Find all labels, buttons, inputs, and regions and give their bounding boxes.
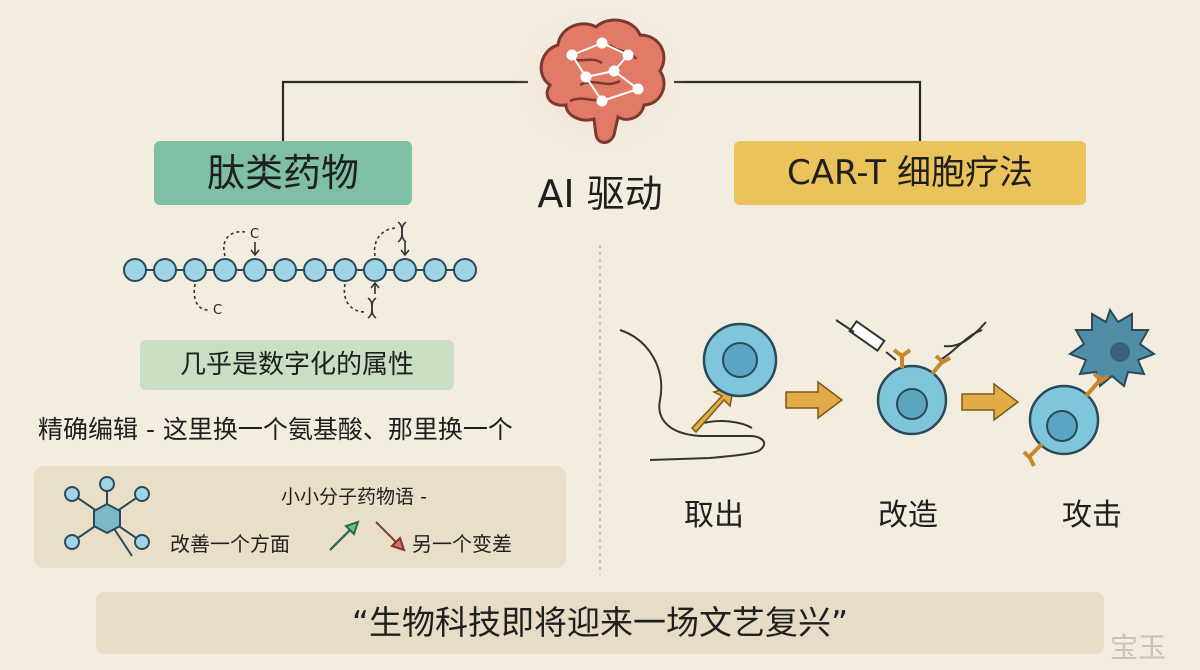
- arrow-up-icon: [329, 520, 360, 551]
- cart-process: [619, 307, 1157, 467]
- arm-icon: [619, 329, 766, 461]
- t-cell-icon: [702, 322, 778, 398]
- peptide-title: 肽类药物: [154, 141, 412, 205]
- brain-icon: [512, 5, 688, 155]
- cancer-cell-icon: [1067, 307, 1157, 388]
- syringe-icon: [835, 319, 897, 361]
- cart-title: CAR-T 细胞疗法: [734, 141, 1086, 205]
- peptide-chain: C C: [123, 221, 477, 319]
- step-modify: 改造: [878, 498, 938, 533]
- step-arrow-1: [785, 380, 844, 420]
- digital-property-label: 几乎是数字化的属性: [140, 340, 454, 390]
- attacking-cell-icon: [1022, 372, 1110, 467]
- connector-left: [281, 80, 528, 142]
- connector-right: [674, 80, 922, 142]
- modified-cell-icon: [876, 348, 951, 436]
- step-attack: 攻击: [1062, 498, 1122, 533]
- dna-mini-icon: [367, 221, 407, 319]
- mod-letter-bottom: C: [213, 303, 222, 318]
- step-arrow-2: [961, 382, 1020, 422]
- mod-letter-top: C: [250, 227, 259, 242]
- arrow-down-icon: [375, 521, 406, 552]
- improve-label: 改善一个方面: [170, 532, 290, 556]
- quote-banner: “生物科技即将迎来一场文艺复兴”: [96, 592, 1104, 654]
- small-molecule-panel: 小小分子药物语 - 改善一个方面 另一个变差: [34, 466, 566, 568]
- watermark: 宝玉: [1110, 631, 1167, 664]
- molecule-icon: [64, 476, 150, 557]
- dna-icon: [939, 321, 987, 361]
- precision-edit-text: 精确编辑 - 这里换一个氨基酸、那里换一个: [38, 415, 513, 444]
- worse-label: 另一个变差: [412, 532, 512, 556]
- center-label: AI 驱动: [537, 172, 663, 216]
- step-extract: 取出: [684, 498, 744, 533]
- small-molecule-title: 小小分子药物语 -: [281, 486, 427, 508]
